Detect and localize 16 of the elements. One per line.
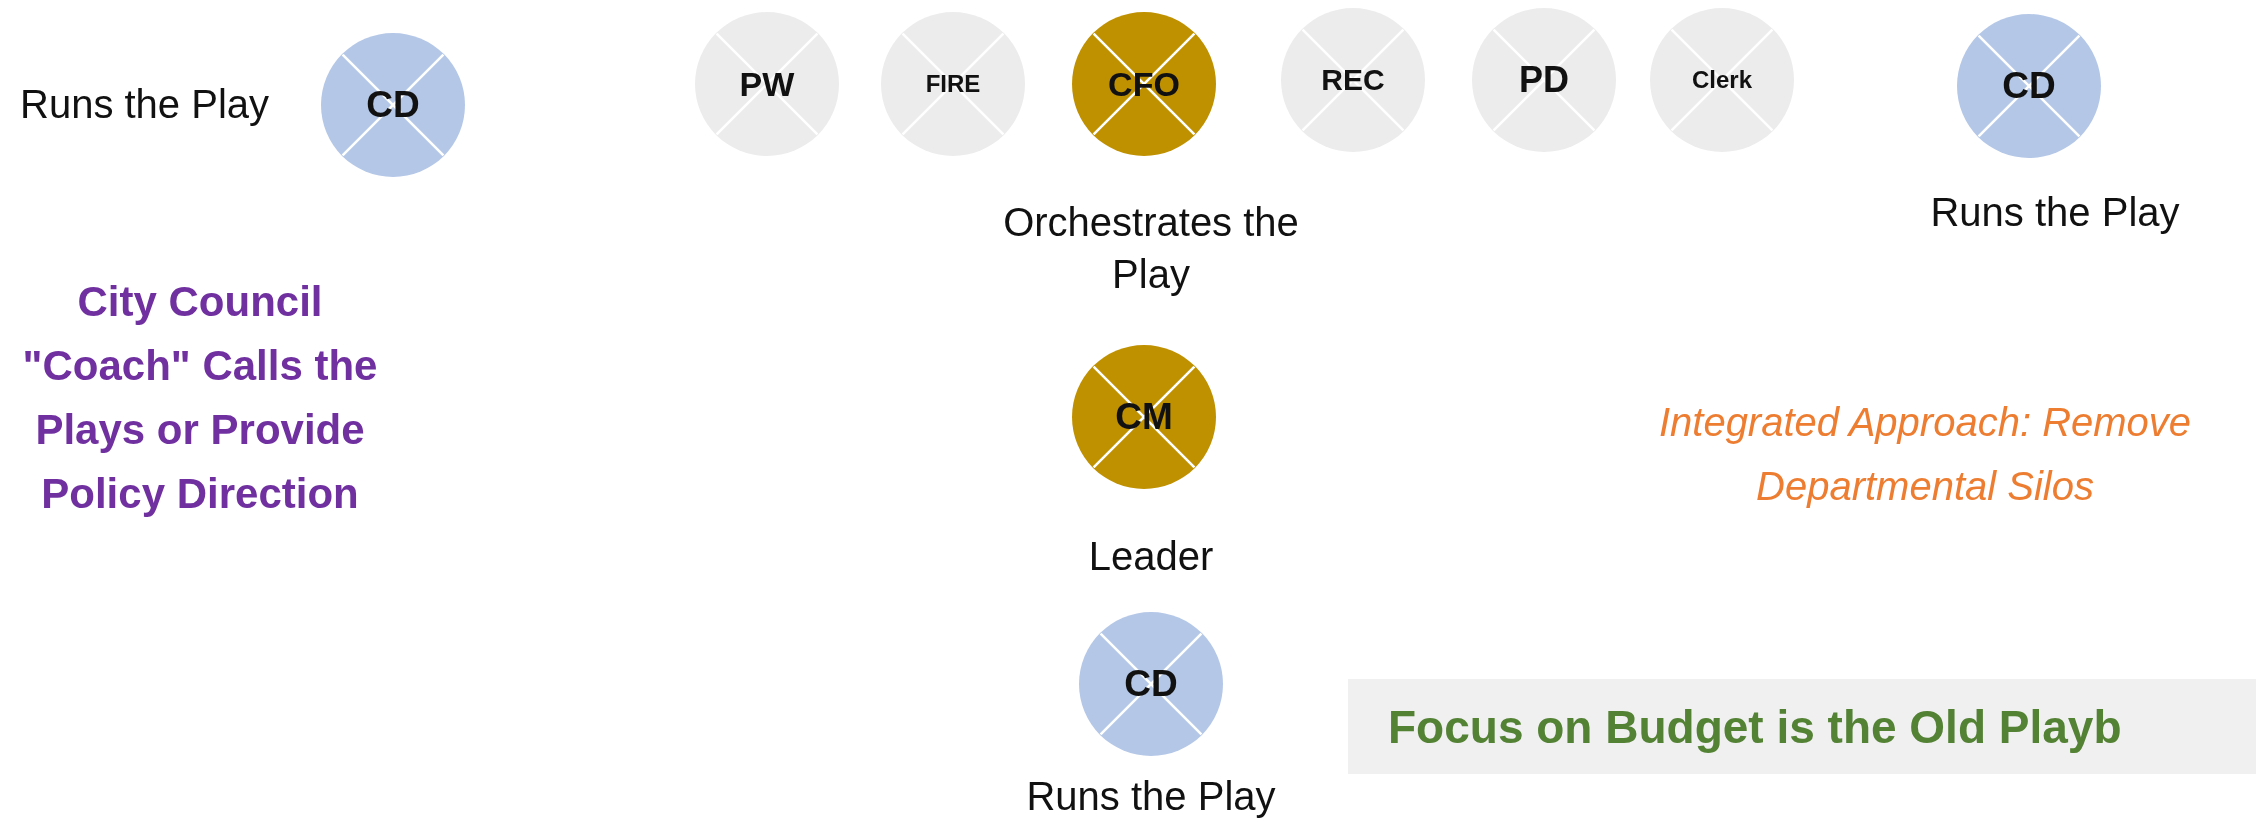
role-abbreviation: REC xyxy=(1321,63,1385,97)
role-abbreviation: CD xyxy=(366,84,420,126)
role-caption: Leader xyxy=(1087,533,1215,580)
role-abbreviation: PW xyxy=(739,64,795,104)
role-abbreviation: CD xyxy=(2002,65,2056,107)
role-caption: Runs the Play xyxy=(20,81,271,128)
role-caption: Orchestrates the Play xyxy=(1002,199,1300,298)
role-caption: Runs the Play xyxy=(1929,189,2181,236)
role-abbreviation: PD xyxy=(1519,59,1569,101)
role-caption: Runs the Play xyxy=(1025,773,1277,820)
banner-text: Focus on Budget is the Old Playb xyxy=(1388,699,2122,754)
role-abbreviation: FIRE xyxy=(925,70,981,98)
role-abbreviation: Clerk xyxy=(1691,66,1752,94)
note-text: Integrated Approach: Remove Departmental Silos xyxy=(1657,399,2193,510)
note-text: City Council "Coach" Calls the Plays or Provide Policy Direction xyxy=(21,277,379,519)
role-abbreviation: CD xyxy=(1124,663,1178,705)
